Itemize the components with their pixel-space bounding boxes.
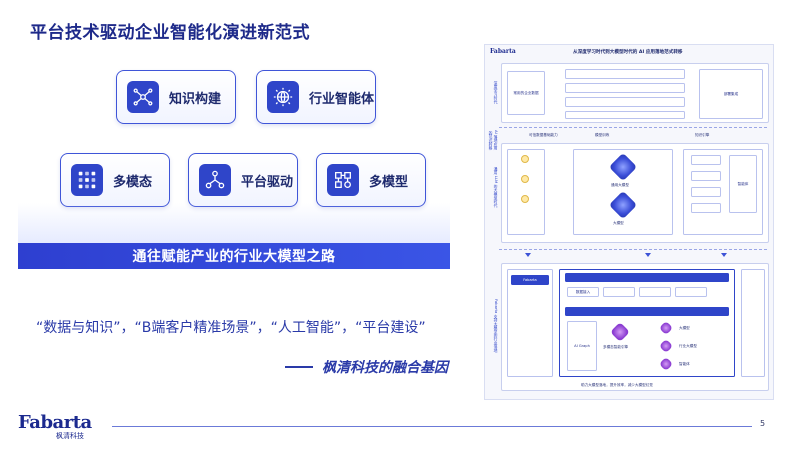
diagram-box: [691, 203, 721, 213]
diagram-side-label: 通用 LLM 的大模型时代: [494, 166, 499, 208]
multimodal-icon: [71, 164, 103, 196]
diagram-separator: [499, 127, 767, 128]
footer-brand-sub: 枫清科技: [56, 432, 84, 440]
down-arrow-icon: [645, 253, 651, 257]
diagram-logo: Fabarta: [490, 48, 516, 55]
diagram-note: 大模型: [613, 221, 624, 225]
pyramid-base-label: 通往赋能产业的行业大模型之路: [132, 249, 336, 265]
card-multimodal[interactable]: 多模态: [60, 153, 170, 207]
database-icon: [521, 195, 529, 203]
quote-text: “数据与知识”，“B端客户精准场景”，“人工智能”，“平台建设”: [36, 320, 426, 336]
diagram-note: 知识引擎: [695, 133, 710, 137]
diagram-box: [507, 269, 553, 377]
diagram-box: [507, 149, 545, 235]
diagram-box: [565, 69, 685, 79]
down-arrow-icon: [721, 253, 727, 257]
database-icon: [521, 155, 529, 163]
diagram-box: [741, 269, 765, 377]
card-label: 平台驱动: [241, 174, 294, 190]
diagram-box: 常用的企业数据: [507, 71, 545, 115]
footer-divider: [112, 426, 752, 427]
diagram-separator: [499, 249, 767, 250]
diagram-note: 行业大模型: [679, 344, 697, 348]
diagram-box: [691, 155, 721, 165]
diagram-box: 部署集成: [699, 69, 763, 119]
card-knowledge-building[interactable]: 知识构建: [116, 70, 236, 124]
footer-logo: Fabarta 枫清科技: [18, 412, 92, 441]
diagram-box: AI Graph: [567, 321, 597, 371]
diagram-note: 模型训练: [595, 133, 610, 137]
diagram-box: [565, 83, 685, 93]
diagram-note: 通用大模型: [611, 183, 629, 187]
diagram-side-label: 深度学习时代: [494, 80, 499, 104]
diagram-box: Fabarta: [511, 275, 549, 285]
diagram-box: [691, 187, 721, 197]
card-label: 多模型: [369, 174, 409, 190]
diagram-box: [639, 287, 671, 297]
attribution-dash: [285, 366, 313, 368]
pyramid-base-glow: [18, 203, 450, 243]
page-number: 5: [760, 419, 766, 428]
card-label: 多模态: [113, 174, 153, 190]
diagram-box: [691, 171, 721, 181]
multi-model-icon: [327, 164, 359, 196]
card-label: 行业智能体: [309, 91, 375, 107]
diagram-header: Fabarta 从深度学习时代到大模型时代的 AI 应用落地范式转移: [485, 45, 773, 59]
diagram-note: 智能体: [679, 362, 690, 366]
diagram-box: [603, 287, 635, 297]
card-multi-model[interactable]: 多模型: [316, 153, 426, 207]
down-arrow-icon: [525, 253, 531, 257]
diagram-side-label: AI 落地应用的范式转移: [489, 129, 499, 151]
diagram-box: 智能体: [729, 155, 757, 213]
diagram-side-label: Fabarta 支持大模型的行业落地: [494, 299, 499, 353]
footer-brand: Fabarta: [18, 412, 92, 433]
quote-attribution: 枫清科技的融合基因: [322, 360, 448, 376]
diagram-box: [565, 97, 685, 107]
diagram-note: 多模态智能引擎: [603, 345, 629, 349]
card-industry-agent[interactable]: 行业智能体: [256, 70, 376, 124]
card-label: 知识构建: [169, 91, 222, 107]
card-platform-drive[interactable]: 平台驱动: [188, 153, 298, 207]
database-icon: [521, 175, 529, 183]
diagram-box: [565, 111, 685, 119]
diagram-title: 从深度学习时代到大模型时代的 AI 应用落地范式转移: [573, 50, 683, 55]
diagram-box: 数据接入: [567, 287, 599, 297]
knowledge-network-icon: [127, 81, 159, 113]
diagram-box: [565, 307, 729, 316]
diagram-footer-note: 助力大模型落地，提升效率，减少大模型幻觉: [581, 383, 653, 387]
industry-agent-icon: [267, 81, 299, 113]
diagram-note: 大模型: [679, 326, 690, 330]
pyramid-base-bar: 通往赋能产业的行业大模型之路: [18, 243, 450, 269]
diagram-box: [565, 273, 729, 282]
architecture-diagram: Fabarta 从深度学习时代到大模型时代的 AI 应用落地范式转移 深度学习时…: [484, 44, 774, 400]
diagram-note: 可信数据基础能力: [529, 133, 558, 137]
slide-title: 平台技术驱动企业智能化演进新范式: [30, 23, 310, 43]
diagram-box: [675, 287, 707, 297]
platform-drive-icon: [199, 164, 231, 196]
